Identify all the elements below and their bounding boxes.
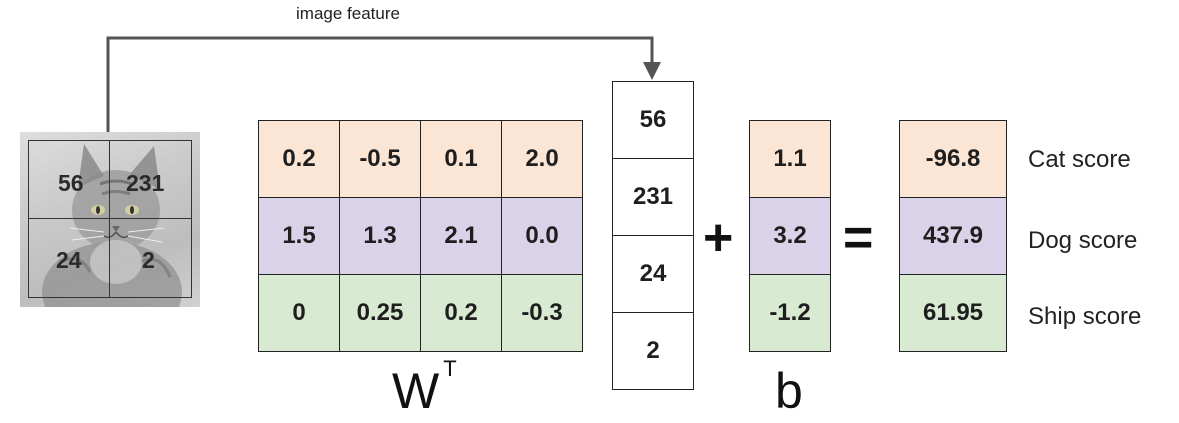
image-grid-outer: [28, 140, 192, 298]
image-grid-hline: [28, 218, 192, 219]
feature-cell: 24: [612, 235, 694, 313]
weight-cell: 0.25: [339, 274, 421, 352]
score-label-dog: Dog score: [1028, 227, 1138, 254]
bias-cell: 1.1: [749, 120, 831, 198]
weight-cell: 0.0: [501, 197, 583, 275]
feature-arrow-head: [643, 62, 661, 80]
feature-cell: 231: [612, 158, 694, 236]
plus-sign: +: [703, 209, 734, 267]
image-pixel-top-left: 56: [58, 170, 84, 196]
image-feature-label: image feature: [296, 4, 400, 23]
weight-cell: 0.2: [420, 274, 502, 352]
score-cell-cat: -96.8: [899, 120, 1007, 198]
feature-arrow-line: [106, 36, 654, 132]
feature-cell: 56: [612, 81, 694, 159]
weights-transpose-mark: T: [443, 356, 457, 382]
bias-cell: -1.2: [749, 274, 831, 352]
weight-cell: 2.1: [420, 197, 502, 275]
score-cell-dog: 437.9: [899, 197, 1007, 275]
weight-cell: 0: [258, 274, 340, 352]
weight-cell: 2.0: [501, 120, 583, 198]
image-grid-vline: [109, 140, 110, 298]
equals-sign: =: [843, 209, 874, 267]
cat-drawing: [20, 132, 200, 307]
weight-cell: -0.3: [501, 274, 583, 352]
bias-cell: 3.2: [749, 197, 831, 275]
cat-image: 56 231 24 2: [20, 132, 200, 307]
image-pixel-bottom-left: 24: [56, 247, 82, 273]
image-pixel-top-right: 231: [126, 170, 165, 196]
feature-cell: 2: [612, 312, 694, 390]
score-label-cat: Cat score: [1028, 146, 1131, 173]
weight-cell: 0.1: [420, 120, 502, 198]
weight-cell: 1.3: [339, 197, 421, 275]
score-cell-ship: 61.95: [899, 274, 1007, 352]
weight-cell: 0.2: [258, 120, 340, 198]
image-pixel-bottom-right: 2: [142, 247, 155, 273]
score-label-ship: Ship score: [1028, 303, 1142, 330]
weight-cell: 1.5: [258, 197, 340, 275]
weight-cell: -0.5: [339, 120, 421, 198]
bias-label: b: [775, 363, 803, 419]
